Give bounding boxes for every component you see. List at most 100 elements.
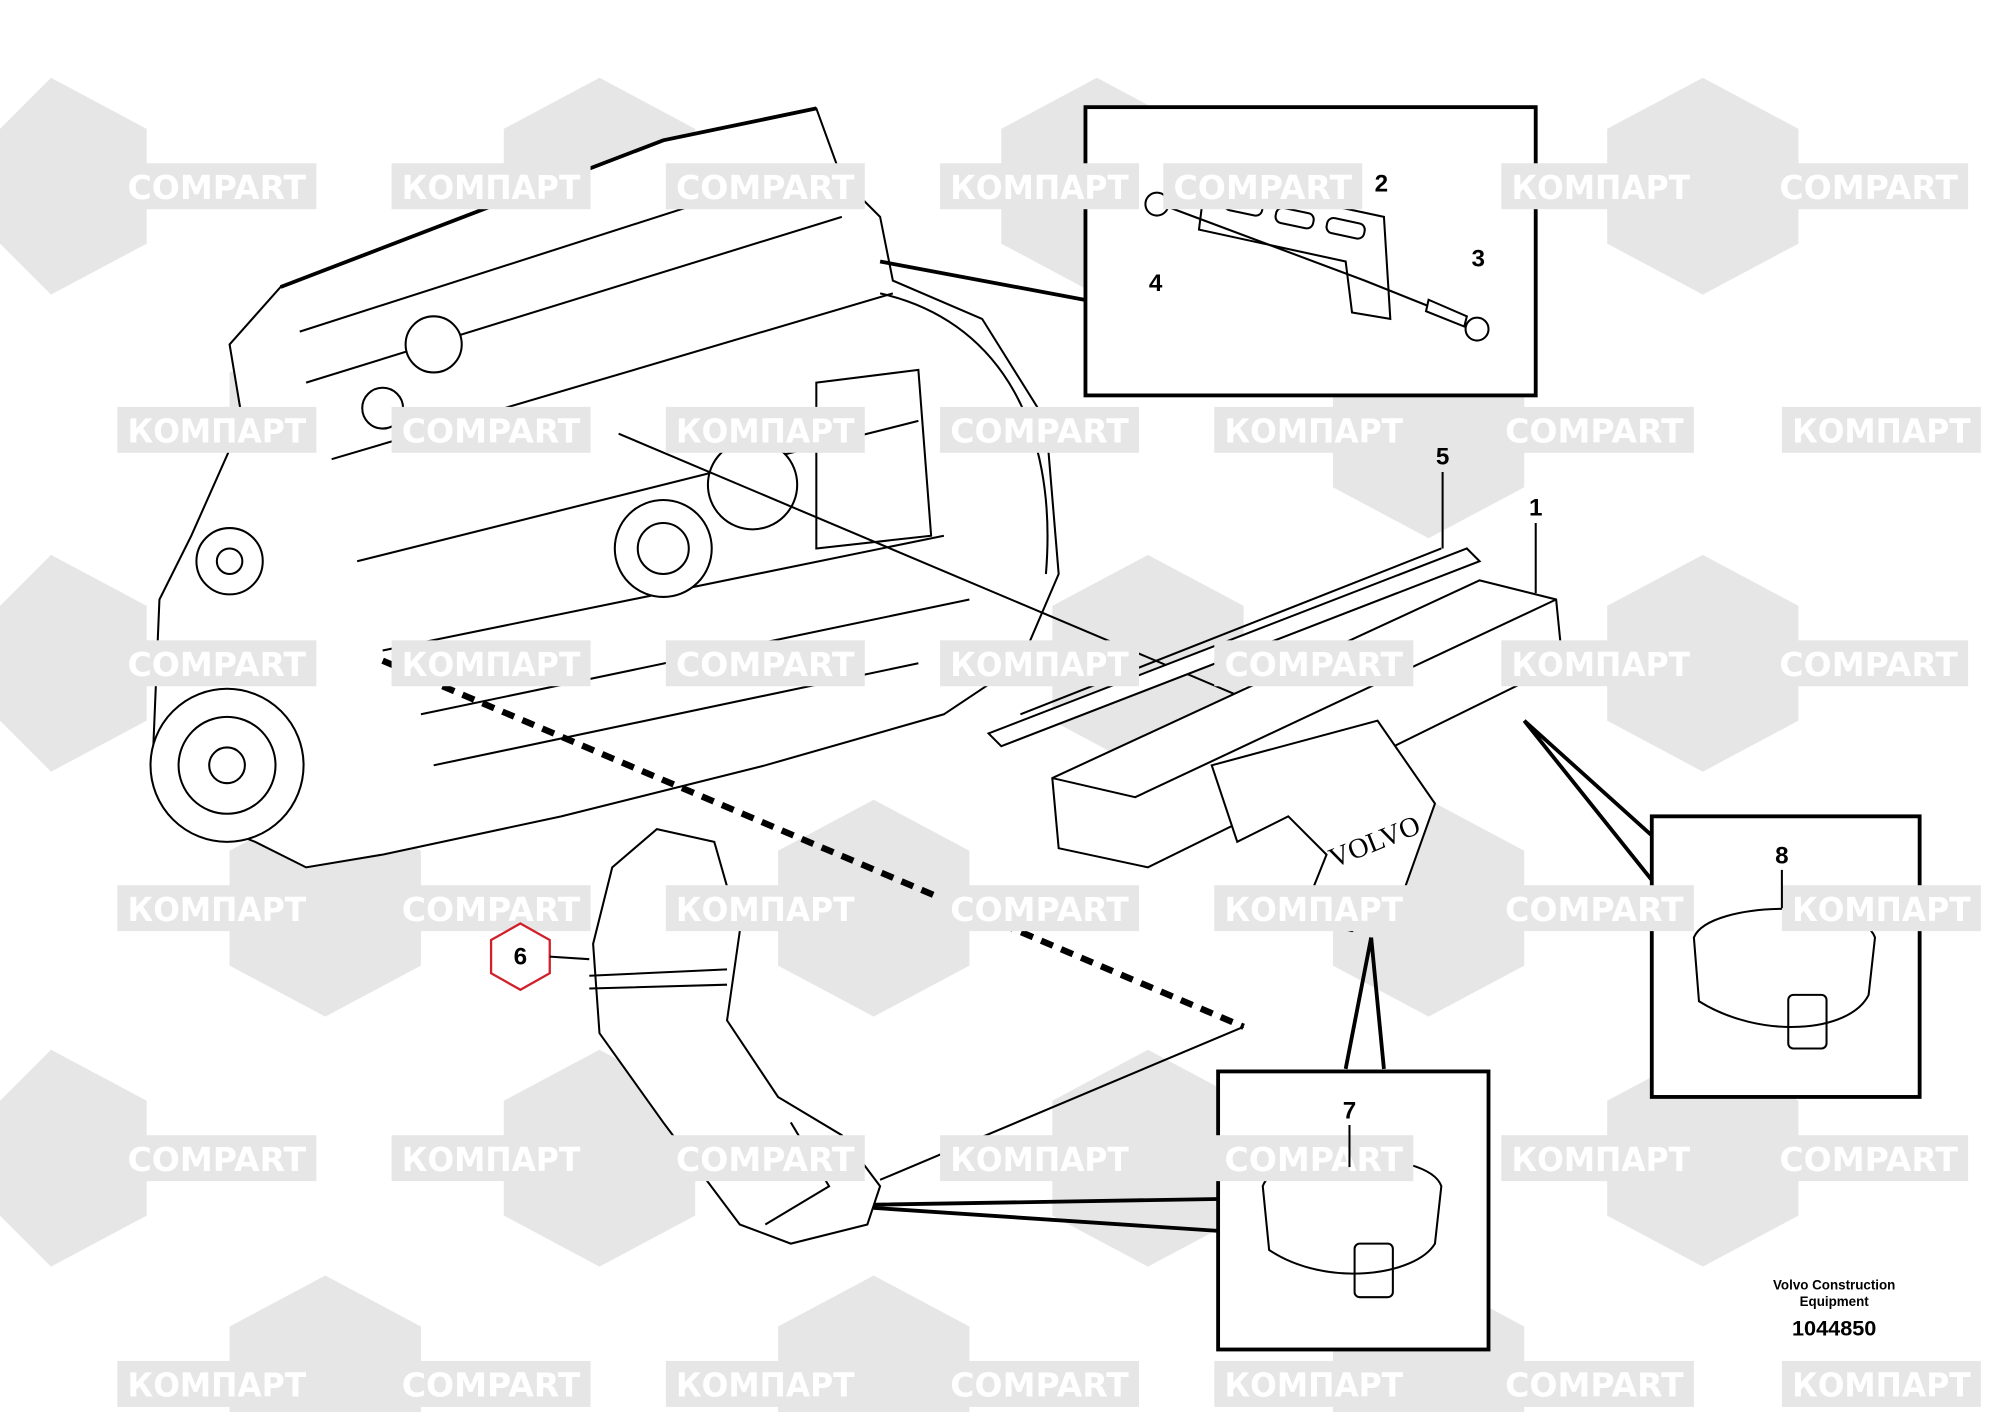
engine-cover-part-1: VOLVO — [1051, 579, 1564, 933]
callout-3: 3 — [1472, 246, 1485, 273]
watermark-text: КОМПАРТ — [676, 890, 855, 929]
watermark-band — [1501, 1135, 1701, 1182]
watermark-text: COMPART — [1779, 168, 1958, 207]
watermark-text: COMPART — [676, 168, 855, 207]
watermark-band — [665, 163, 865, 210]
watermark-text: COMPART — [402, 890, 581, 929]
watermark-band — [1501, 163, 1701, 210]
watermark-text: КОМПАРТ — [1224, 412, 1403, 451]
watermark-band — [1494, 1360, 1694, 1407]
drawing-number: 1044850 — [1792, 1315, 1876, 1340]
callout-8: 8 — [1775, 843, 1788, 870]
watermark-band — [940, 885, 1140, 932]
watermark-hexagon — [778, 799, 970, 1017]
watermark-text: COMPART — [402, 412, 581, 451]
watermark-band — [117, 163, 317, 210]
watermark-band — [391, 885, 591, 932]
inset-clamp-8 — [1649, 814, 1922, 1099]
watermark-band — [940, 640, 1140, 687]
watermark-text: КОМПАРТ — [950, 645, 1129, 684]
watermark-band — [117, 885, 317, 932]
watermark-text: COMPART — [950, 890, 1129, 929]
watermark-hexagon — [1607, 554, 1799, 772]
watermark-band — [1769, 163, 1969, 210]
watermark-hexagon — [0, 1049, 147, 1267]
watermark-band — [665, 406, 865, 453]
watermark-band — [1214, 1135, 1414, 1182]
inset-clamp-7 — [1216, 1069, 1491, 1352]
watermark-text: COMPART — [1505, 412, 1684, 451]
watermark-band — [1781, 406, 1981, 453]
watermark-text: КОМПАРТ — [676, 1366, 855, 1405]
watermark-text: COMPART — [1224, 645, 1403, 684]
callout-7: 7 — [1343, 1098, 1356, 1125]
watermark-hexagon — [1052, 1049, 1244, 1267]
watermark-band — [1494, 406, 1694, 453]
watermark-band — [665, 1135, 865, 1182]
watermark-band — [940, 406, 1140, 453]
watermark-text: КОМПАРТ — [1224, 1366, 1403, 1405]
watermark-band — [1214, 885, 1414, 932]
watermark-text: КОМПАРТ — [950, 168, 1129, 207]
callout-2: 2 — [1375, 170, 1388, 197]
watermark-text: КОМПАРТ — [1792, 412, 1971, 451]
watermark-text: КОМПАРТ — [128, 1366, 307, 1405]
watermark-text: COMPART — [128, 168, 307, 207]
callout-labels: 1 2 3 4 5 6 7 8 — [489, 170, 1789, 1168]
watermark-hexagon — [0, 554, 147, 772]
watermark-text: КОМПАРТ — [1511, 645, 1690, 684]
watermark-text: COMPART — [950, 412, 1129, 451]
watermark-text: COMPART — [128, 1140, 307, 1179]
watermark-text: COMPART — [1224, 1140, 1403, 1179]
watermark-text: КОМПАРТ — [1792, 1366, 1971, 1405]
callout-1: 1 — [1529, 494, 1542, 521]
watermark-text: КОМПАРТ — [1792, 890, 1971, 929]
watermark-hexagon — [0, 77, 147, 295]
watermark-band — [1781, 885, 1981, 932]
callout-6-highlight-hexagon — [489, 922, 551, 992]
watermark-text: COMPART — [1173, 168, 1352, 207]
watermark-text: КОМПАРТ — [1511, 1140, 1690, 1179]
watermark-text: КОМПАРТ — [128, 412, 307, 451]
callout-4: 4 — [1149, 270, 1163, 297]
watermark-text: COMPART — [128, 645, 307, 684]
watermark-text: COMPART — [676, 1140, 855, 1179]
watermark-text: КОМПАРТ — [1224, 890, 1403, 929]
watermark-band — [665, 640, 865, 687]
watermark-band — [391, 163, 591, 210]
watermark-band — [1163, 163, 1363, 210]
watermark-band — [940, 163, 1140, 210]
watermark-band — [391, 1135, 591, 1182]
watermark-text: COMPART — [1779, 645, 1958, 684]
watermark-text: КОМПАРТ — [402, 1140, 581, 1179]
watermark-band — [391, 640, 591, 687]
watermark-band — [117, 1135, 317, 1182]
watermark-hexagon — [503, 1049, 696, 1267]
watermark-band — [1501, 640, 1701, 687]
watermark-text: КОМПАРТ — [950, 1140, 1129, 1179]
watermark-text: COMPART — [1779, 1140, 1958, 1179]
callout-6: 6 — [514, 943, 527, 970]
watermark-text: COMPART — [1505, 1366, 1684, 1405]
inset-bracket-detail — [1083, 105, 1538, 398]
watermark-band — [940, 1135, 1140, 1182]
watermark-text: КОМПАРТ — [402, 645, 581, 684]
watermark-hexagon — [1607, 1049, 1799, 1267]
watermark-hexagon — [1607, 77, 1799, 295]
watermark-band — [940, 1360, 1140, 1407]
watermark-band — [1214, 1360, 1414, 1407]
watermark-band — [665, 1360, 865, 1407]
watermark-text: КОМПАРТ — [1511, 168, 1690, 207]
watermark-text: КОМПАРТ — [402, 168, 581, 207]
watermark-text: COMPART — [402, 1366, 581, 1405]
watermark-layer: COMPART КОМПАРТ COMPART КОМПАРТ COMPART КОМПА… — [117, 163, 1981, 1407]
watermark-text: COMPART — [950, 1366, 1129, 1405]
watermark-band — [1781, 1360, 1981, 1407]
callout-5: 5 — [1436, 443, 1449, 470]
watermark-band — [1769, 1135, 1969, 1182]
watermark-band — [117, 406, 317, 453]
watermark-text: КОМПАРТ — [676, 412, 855, 451]
watermark-band — [391, 1360, 591, 1407]
watermark-band — [1214, 640, 1414, 687]
